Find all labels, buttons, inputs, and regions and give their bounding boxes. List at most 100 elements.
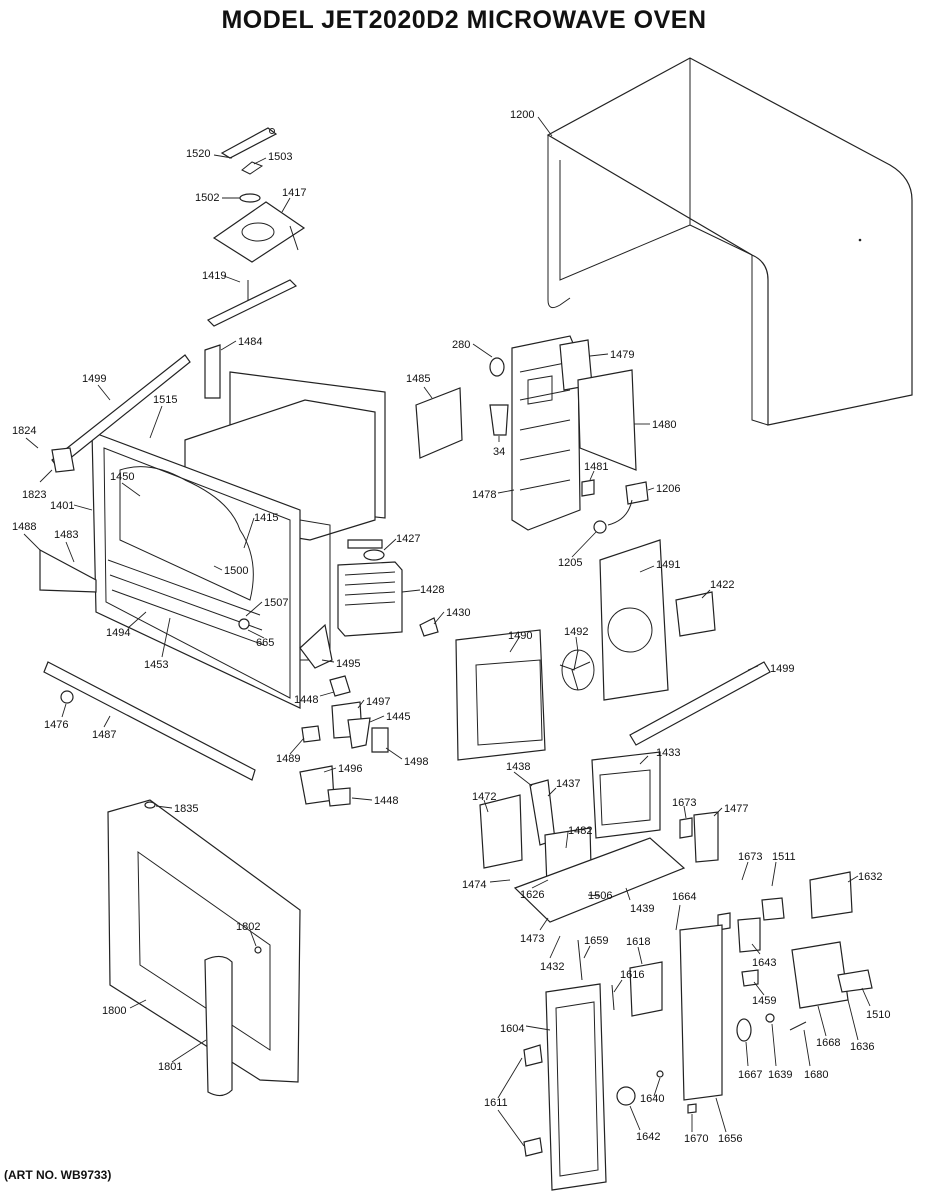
part-label: 1472	[472, 791, 496, 803]
part-label: 1492	[564, 626, 588, 638]
part-label: 1502	[195, 192, 219, 204]
part-label: 1445	[386, 711, 410, 723]
diagram-title: MODEL JET2020D2 MICROWAVE OVEN	[221, 6, 707, 34]
part-label: 1417	[282, 187, 306, 199]
part-label: 1489	[276, 753, 300, 765]
part-label: 1667	[738, 1069, 762, 1081]
part-label: 1488	[12, 521, 36, 533]
part-label: 1611	[484, 1097, 508, 1109]
part-label: 1511	[772, 851, 796, 863]
part-label: 1415	[254, 512, 278, 524]
part-label: 1664	[672, 891, 696, 903]
part-label: 1439	[630, 903, 654, 915]
part-label: 1632	[858, 871, 882, 883]
part-label: 1482	[568, 825, 592, 837]
part-label: 1668	[816, 1037, 840, 1049]
part-label: 1498	[404, 756, 428, 768]
outer-cabinet-wrapper	[546, 57, 913, 426]
oven-cavity-assembly	[39, 344, 439, 781]
part-label: 1495	[336, 658, 360, 670]
part-label: 1205	[558, 557, 582, 569]
control-panel-frames	[523, 924, 723, 1191]
part-label: 1483	[54, 529, 78, 541]
part-label: 1453	[144, 659, 168, 671]
part-label: 1491	[656, 559, 680, 571]
part-label: 1476	[44, 719, 68, 731]
part-label: 1419	[202, 270, 226, 282]
part-label: 1490	[508, 630, 532, 642]
part-label: 1200	[510, 109, 534, 121]
part-label: 1448	[374, 795, 398, 807]
part-label: 1801	[158, 1061, 182, 1073]
part-label: 1422	[710, 579, 734, 591]
part-label: 1481	[584, 461, 608, 473]
part-label: 1640	[640, 1093, 664, 1105]
part-label: 1604	[500, 1023, 524, 1035]
part-label: 1484	[238, 336, 262, 348]
part-label: 1485	[406, 373, 430, 385]
part-label: 280	[452, 339, 470, 351]
part-label: 1673	[738, 851, 762, 863]
part-label: 1636	[850, 1041, 874, 1053]
fan-assembly	[455, 539, 771, 761]
part-label: 1459	[752, 995, 776, 1007]
right-lower-components	[717, 871, 873, 1042]
part-label: 1437	[556, 778, 580, 790]
part-label: 1520	[186, 148, 210, 160]
part-label: 1480	[652, 419, 676, 431]
part-label: 1802	[236, 921, 260, 933]
part-label: 1427	[396, 533, 420, 545]
part-label: 1494	[106, 627, 130, 639]
control-and-transformer	[479, 751, 719, 923]
part-label: 1474	[462, 879, 486, 891]
part-label: 1642	[636, 1131, 660, 1143]
part-label: 1497	[366, 696, 390, 708]
part-label: 1824	[12, 425, 36, 437]
part-label: 1428	[420, 584, 444, 596]
part-label: 1401	[50, 500, 74, 512]
stirrer-assembly	[206, 127, 306, 327]
part-label: 1499	[770, 663, 794, 675]
part-label: 665	[256, 637, 274, 649]
part-label: 1510	[866, 1009, 890, 1021]
part-label: 1680	[804, 1069, 828, 1081]
part-label: 1479	[610, 349, 634, 361]
part-label: 1616	[620, 969, 644, 981]
part-label: 1432	[540, 961, 564, 973]
part-label: 1659	[584, 935, 608, 947]
part-label: 1496	[338, 763, 362, 775]
part-label: 1643	[752, 957, 776, 969]
leader-lines	[23, 116, 871, 1147]
part-label: 1487	[92, 729, 116, 741]
part-label: 1433	[656, 747, 680, 759]
part-label: 1507	[264, 597, 288, 609]
part-label: 1430	[446, 607, 470, 619]
part-label: 1206	[656, 483, 680, 495]
part-label: 1800	[102, 1005, 126, 1017]
part-label: 1639	[768, 1069, 792, 1081]
part-label: 1670	[684, 1133, 708, 1145]
part-label: 1823	[22, 489, 46, 501]
part-number-labels: 1200 1520 1503 1502 1417 1419 280 1479 1…	[12, 109, 890, 1145]
part-label: 1450	[110, 471, 134, 483]
part-label: 1506	[588, 890, 612, 902]
part-label: 34	[493, 446, 505, 458]
part-label: 1499	[82, 373, 106, 385]
part-label: 1448	[294, 694, 318, 706]
part-label: 1438	[506, 761, 530, 773]
part-label: 1500	[224, 565, 248, 577]
lamp-and-duct-assembly	[415, 335, 649, 534]
part-label: 1626	[520, 889, 544, 901]
part-label: 1835	[174, 803, 198, 815]
part-label: 1656	[718, 1133, 742, 1145]
part-label: 1503	[268, 151, 292, 163]
part-label: 1477	[724, 803, 748, 815]
door-assembly	[107, 799, 301, 1097]
art-number: (ART NO. WB9733)	[4, 1168, 112, 1182]
switch-brackets	[299, 675, 389, 807]
part-label: 1673	[672, 797, 696, 809]
part-label: 1473	[520, 933, 544, 945]
part-label: 1618	[626, 936, 650, 948]
part-label: 1515	[153, 394, 177, 406]
